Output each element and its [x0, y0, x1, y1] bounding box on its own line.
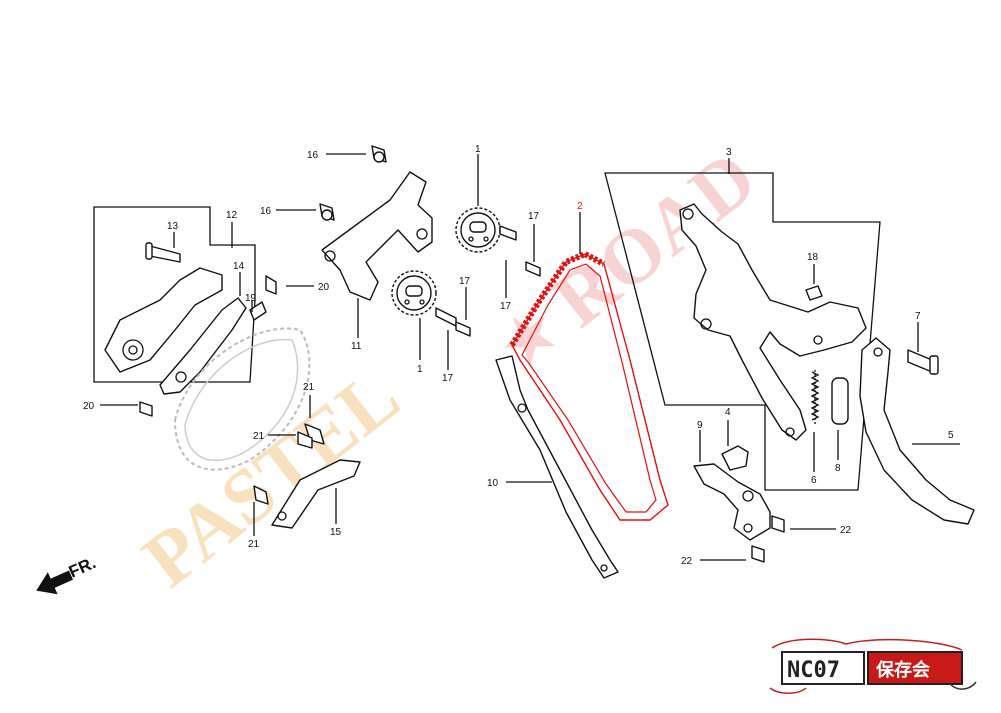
bracket-9 [693, 463, 771, 541]
callout-3: 3 [726, 147, 732, 158]
watermark: PASTEL ★ ROAD [127, 133, 772, 603]
front-arrow-icon [36, 570, 73, 595]
bolt-17-b [525, 261, 541, 277]
front-label: FR. [66, 553, 99, 581]
chain-guide-10 [495, 355, 619, 579]
callout-17-c: 17 [459, 276, 471, 287]
roller-8 [831, 377, 849, 425]
bolt-20-lower [139, 401, 153, 417]
cam-holder-11 [321, 171, 433, 301]
clip-19 [249, 301, 267, 321]
bolt-17-c [435, 307, 457, 327]
callout-6: 6 [811, 475, 817, 486]
bolt-22-lower [751, 545, 765, 563]
tensioner-arm-left [104, 267, 247, 395]
bolt-17-a [499, 225, 517, 241]
callout-21-a: 21 [303, 382, 315, 393]
chain-guide-15 [271, 459, 361, 529]
cam-chain-2 [509, 250, 669, 521]
callout-20-lower: 20 [83, 401, 95, 412]
group-outline-right [604, 172, 881, 491]
callout-17-b: 17 [500, 301, 512, 312]
tensioner-body-3 [679, 203, 867, 441]
cam-chain-ghost [173, 327, 311, 471]
sprocket-1-lower [391, 270, 437, 316]
sprocket-1-upper [455, 207, 501, 253]
callout-16-top: 16 [307, 150, 319, 161]
bolt-16-top [371, 145, 387, 163]
logo-code: NC07 [787, 658, 840, 683]
callout-5: 5 [948, 430, 954, 441]
slipper-5 [859, 337, 975, 525]
spring-6 [810, 370, 820, 425]
callout-7: 7 [915, 311, 921, 322]
bolt-20-upper [265, 275, 277, 295]
callout-17-d: 17 [442, 373, 454, 384]
bolt-21-b [297, 431, 313, 449]
callout-1-upper: 1 [475, 144, 481, 155]
callout-17-a: 17 [528, 211, 540, 222]
bolt-21-c [253, 485, 269, 505]
callout-12: 12 [226, 210, 238, 221]
callout-8: 8 [835, 463, 841, 474]
pin-18 [805, 285, 823, 301]
callout-22-upper: 22 [840, 525, 852, 536]
bolt-17-d [455, 321, 471, 337]
callout-14: 14 [233, 261, 245, 272]
logo-club-name: 保存会 [875, 659, 930, 681]
callout-9: 9 [697, 420, 703, 431]
bolt-7 [907, 349, 939, 375]
callout-22-lower: 22 [681, 556, 693, 567]
collar-4 [721, 445, 749, 471]
callout-18: 18 [807, 252, 819, 263]
callout-21-b: 21 [253, 431, 265, 442]
bolt-22-upper [771, 515, 785, 533]
bolt-16-mid [319, 203, 335, 221]
callout-16-mid: 16 [260, 206, 272, 217]
callout-10: 10 [487, 478, 499, 489]
callout-19: 19 [245, 293, 257, 304]
callout-20-upper: 20 [318, 282, 330, 293]
callout-labels: 1 1 2 3 4 5 6 7 8 9 10 11 12 13 14 15 16… [83, 144, 954, 567]
leader-lines [100, 153, 960, 561]
callout-1-lower: 1 [417, 364, 423, 375]
callout-21-c: 21 [248, 539, 260, 550]
callout-15: 15 [330, 527, 342, 538]
callout-2: 2 [577, 201, 583, 212]
group-outline-left [93, 206, 256, 383]
front-direction-marker: FR. [36, 553, 99, 595]
callout-4: 4 [725, 407, 731, 418]
bolt-13 [145, 242, 181, 263]
callout-11: 11 [351, 341, 362, 352]
callout-13: 13 [167, 221, 179, 232]
nc07-club-logo: NC07 保存会 [769, 638, 977, 694]
